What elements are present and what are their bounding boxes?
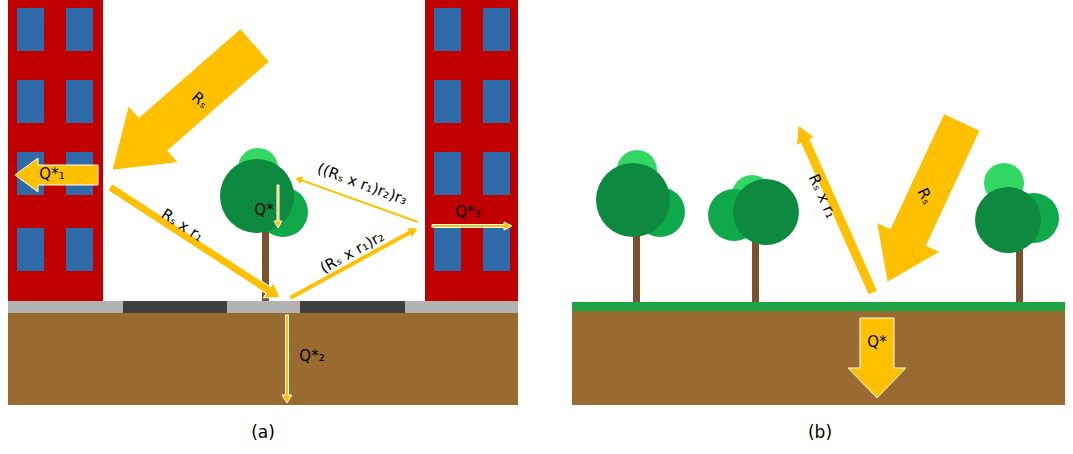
road-segment — [123, 301, 227, 313]
soil — [8, 313, 518, 405]
reflection-arrow — [105, 179, 285, 305]
flux-label: Q*₂ — [299, 348, 324, 365]
panel-caption: (b) — [808, 423, 832, 442]
tree — [220, 148, 308, 301]
reflection-arrow — [287, 223, 421, 304]
solar-arrow — [87, 16, 280, 198]
tree — [708, 175, 799, 302]
flux-arrow — [282, 315, 292, 403]
tree — [596, 150, 685, 302]
flux-arrow — [15, 158, 98, 192]
reflection-arrow — [789, 121, 882, 297]
flux-arrow — [848, 318, 906, 398]
tree — [975, 163, 1059, 302]
pavement — [8, 301, 518, 313]
panel-caption: (a) — [251, 423, 275, 442]
flux-label: Q*₁ — [39, 166, 64, 183]
left-building — [8, 0, 103, 301]
flux-arrow — [432, 222, 512, 230]
solar-arrow — [855, 107, 993, 297]
grass — [572, 302, 1065, 311]
road-segment — [300, 301, 405, 313]
right-building — [425, 0, 518, 301]
flux-label: Q*₃ — [455, 204, 480, 221]
soil — [572, 311, 1065, 405]
flux-label: Q* — [254, 202, 273, 219]
flux-arrow — [274, 185, 282, 228]
flux-label: Q* — [867, 334, 886, 351]
